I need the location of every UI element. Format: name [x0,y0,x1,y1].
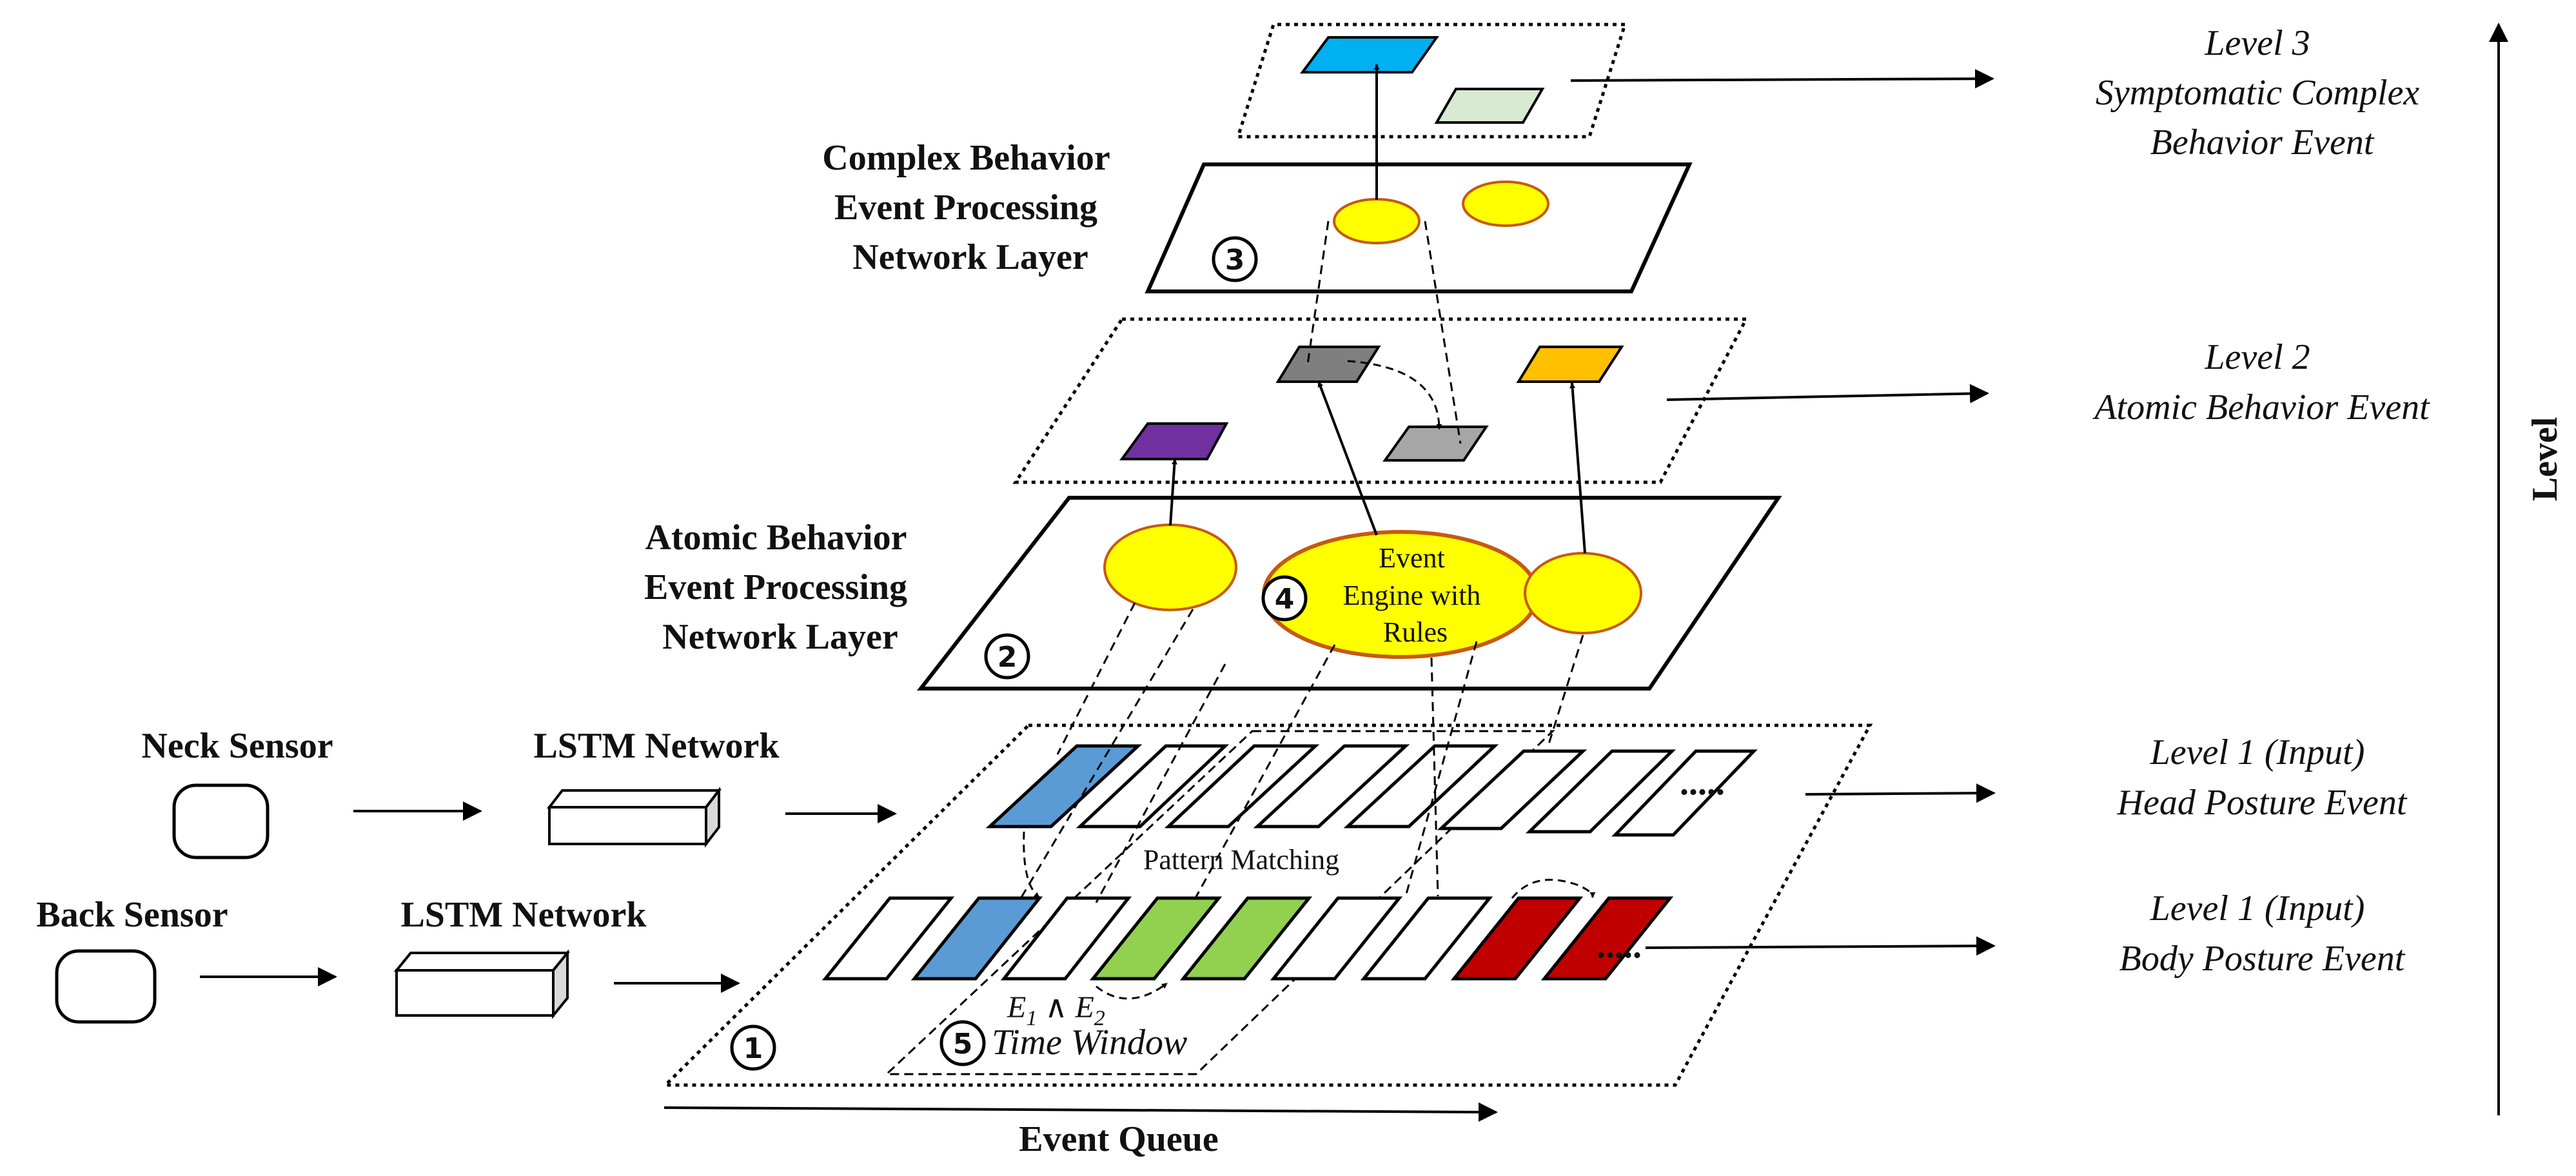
atomic-behavior-plane [916,496,1782,691]
head-cell [1076,744,1230,828]
circled-number-1: 1 [730,1024,776,1071]
svg-text:5: 5 [953,1028,973,1061]
curved-arrow-red-to-red [1511,879,1596,899]
time-window-label: Time Window [992,1023,1187,1063]
cyan-complex-event [1300,36,1439,74]
svg-text:4: 4 [1275,583,1295,616]
complex-node-1 [1333,198,1421,244]
lightgray-atomic-event [1382,426,1489,462]
solid-arrows [1169,64,1586,554]
head-cell [985,744,1143,828]
neck-sensor-box [172,783,270,859]
curved-arrow-time-window [1096,982,1168,1000]
lstm-back-box [393,949,571,1019]
circled-number-2: 2 [984,633,1030,680]
level3-label: Level 3 Symptomatic Complex Behavior Eve… [2096,23,2428,162]
pattern-matching-label: Pattern Matching [1143,844,1339,876]
head-cell [1437,749,1588,830]
head-ellipsis: ..... [1680,763,1725,803]
lstm-neck-label: LSTM Network [533,726,780,766]
complex-behavior-plane [1145,162,1693,293]
head-cell [1164,744,1320,828]
lightgreen-complex-event [1434,88,1545,124]
level2-label: Level 2 Atomic Behavior Event [2092,337,2430,427]
event-queue-label: Event Queue [1019,1119,1219,1159]
body-cell [1450,896,1584,981]
complex-node-2 [1462,181,1549,227]
body-ellipsis: ..... [1597,926,1642,966]
body-cell [1270,896,1403,981]
back-sensor-label: Back Sensor [36,895,228,935]
svg-text:2: 2 [998,641,1018,674]
body-cell [1360,896,1493,981]
level-axis-label: Level [2525,417,2565,502]
svg-text:3: 3 [1225,244,1245,277]
circled-number-5: 5 [939,1020,986,1066]
curved-arrow-head-to-body [1023,831,1040,899]
level-arrows [1570,69,1996,956]
body-cell [1089,896,1223,981]
svg-text:1: 1 [743,1032,763,1065]
darkgray-atomic-event [1275,346,1381,383]
head-cell [1525,749,1676,834]
back-sensor-box [55,949,157,1024]
event-queue-axis [664,1102,1498,1122]
lstm-back-label: LSTM Network [400,895,647,935]
body-cell [1000,896,1132,981]
head-cell [1253,744,1410,828]
conjunction-label: E1 ∧ E2 [1007,990,1105,1030]
neck-sensor-label: Neck Sensor [141,726,333,766]
level1-head-label: Level 1 (Input) Head Posture Event [2117,732,2408,823]
atomic-node-1 [1103,524,1237,611]
body-cell [1540,896,1674,981]
body-cell [910,896,1043,981]
atomic-layer-label: Atomic Behavior Event Processing Network… [644,518,916,657]
purple-atomic-event [1119,422,1229,460]
lstm-neck-box [546,787,722,848]
circled-number-3: 3 [1212,236,1258,282]
level1-body-label: Level 1 (Input) Body Posture Event [2119,888,2406,979]
body-cell [1179,896,1313,981]
head-cell [1343,744,1499,828]
circled-number-4: 4 [1261,575,1308,622]
level2-plane [1012,317,1749,484]
body-cell [821,896,955,981]
atomic-node-3 [1524,552,1642,634]
dashed-links [1019,220,1584,903]
complex-layer-label: Complex Behavior Event Processing Networ… [822,138,1118,277]
level1-plane [661,723,1873,1087]
body-posture-cells [821,896,1674,981]
event-engine-label: Event Engine with Rules [1343,542,1488,648]
head-cell [1611,749,1758,837]
head-posture-cells [985,744,1758,837]
orange-atomic-event [1516,346,1624,383]
